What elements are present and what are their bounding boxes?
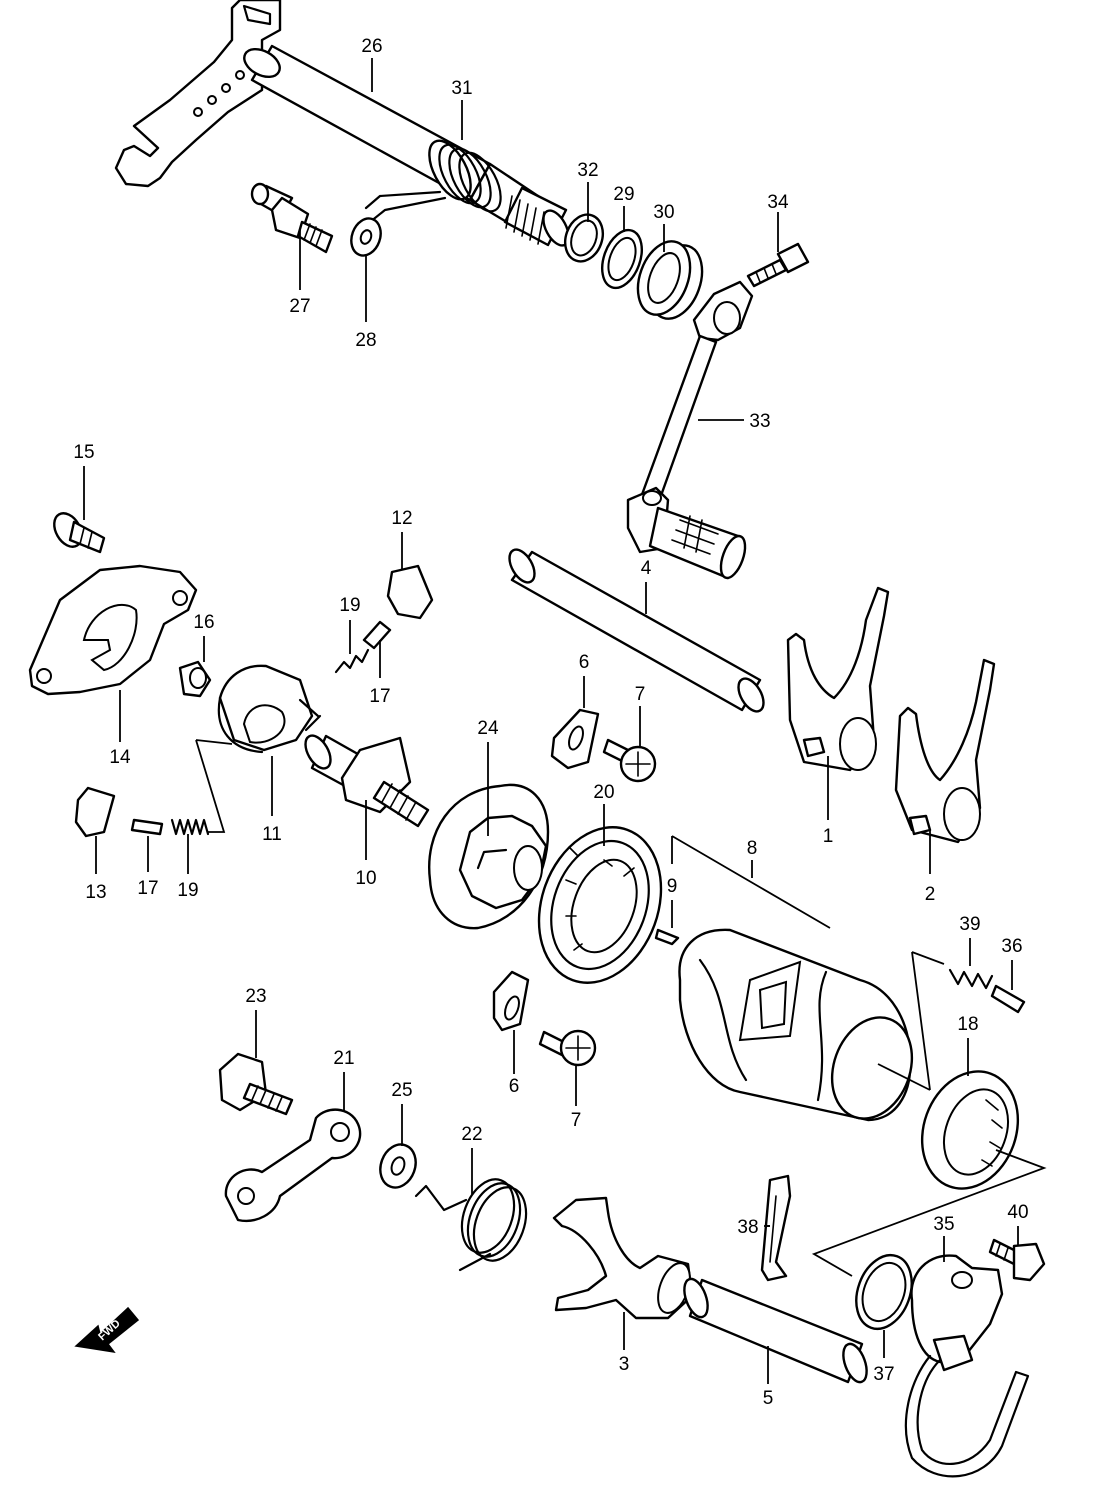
- callout-12: 12: [391, 508, 412, 529]
- shift-fork-part: [786, 586, 890, 772]
- oil-seal-part: [636, 240, 704, 320]
- dowel-pin-part: [654, 928, 680, 946]
- cam-guide-part: [217, 664, 322, 754]
- stopper-bolt-part: [250, 182, 334, 254]
- shift-cam-bolt-part: [304, 734, 430, 828]
- circlip-part: [563, 213, 605, 263]
- fork-shaft-part: [683, 1277, 868, 1384]
- callout-17-bottom: 17: [137, 878, 158, 899]
- callout-26: 26: [361, 36, 382, 57]
- gear-position-switch-part: [904, 1254, 1030, 1478]
- screw-part: [538, 1029, 597, 1067]
- callout-36: 36: [1001, 936, 1022, 957]
- gearshift-arm-part: [224, 1108, 362, 1223]
- forward-arrow-icon: FWD: [74, 1306, 140, 1354]
- callout-25: 25: [391, 1080, 412, 1101]
- callout-31: 31: [451, 78, 472, 99]
- callout-6-top: 6: [579, 652, 590, 673]
- callout-37: 37: [873, 1364, 894, 1385]
- spring-part: [170, 818, 210, 836]
- pin-part: [362, 620, 392, 650]
- screw-part: [602, 738, 657, 783]
- callout-14: 14: [109, 747, 131, 768]
- callout-20: 20: [593, 782, 614, 803]
- callout-24: 24: [477, 718, 499, 739]
- callout-labels: 26 31 32 29 30 34 27 28 33 15 14 16 12 1…: [73, 36, 1028, 1409]
- washer-part: [601, 228, 643, 290]
- callout-7-top: 7: [635, 684, 646, 705]
- needle-bearing-part: [920, 1070, 1020, 1190]
- shift-cam-part: [428, 783, 550, 930]
- callout-38: 38: [737, 1217, 758, 1238]
- screw-part: [53, 512, 106, 554]
- callout-22: 22: [461, 1124, 482, 1145]
- pin-part: [130, 818, 164, 836]
- callout-33: 33: [749, 411, 770, 432]
- callout-29: 29: [613, 184, 634, 205]
- gearshift-shaft-part: [114, 0, 570, 247]
- callout-35: 35: [933, 1214, 954, 1235]
- gearshift-lever-part: [626, 280, 754, 580]
- callout-34: 34: [767, 192, 789, 213]
- washer-part: [350, 217, 382, 257]
- callout-21: 21: [333, 1048, 354, 1069]
- callout-1: 1: [823, 826, 834, 847]
- callout-18: 18: [957, 1014, 978, 1035]
- callout-11: 11: [262, 824, 282, 845]
- callout-3: 3: [619, 1354, 630, 1375]
- callout-32: 32: [577, 160, 598, 181]
- callout-4: 4: [641, 558, 652, 579]
- pin-part: [990, 984, 1026, 1014]
- callout-13: 13: [85, 882, 106, 903]
- callout-7-bottom: 7: [571, 1110, 582, 1131]
- callout-6-bottom: 6: [509, 1076, 520, 1097]
- callout-5: 5: [763, 1388, 774, 1409]
- stopper-part: [492, 970, 530, 1032]
- callout-15: 15: [73, 442, 94, 463]
- stopper-part: [550, 708, 600, 770]
- callout-19-top: 19: [339, 595, 360, 616]
- bushing-part: [178, 660, 212, 698]
- assembly-guide-line: [911, 951, 945, 1091]
- callout-40: 40: [1007, 1202, 1028, 1223]
- shift-fork-part: [894, 658, 996, 844]
- pawl-cover-part: [386, 564, 434, 620]
- callout-39: 39: [959, 914, 980, 935]
- fork-shaft-part: [508, 548, 765, 713]
- return-spring-part: [364, 139, 502, 224]
- washer-part: [379, 1143, 417, 1189]
- callout-17-top: 17: [369, 686, 390, 707]
- spring-part: [948, 968, 994, 990]
- callout-10: 10: [355, 868, 376, 889]
- bearing-part: [537, 826, 663, 984]
- torsion-spring-part: [414, 1178, 528, 1272]
- callout-2: 2: [925, 884, 936, 905]
- o-ring-part: [855, 1254, 913, 1330]
- assembly-guide-line: [811, 1149, 1047, 1277]
- gearshift-cam-part: [678, 928, 931, 1122]
- callout-8: 8: [747, 838, 758, 859]
- stopper-plate-part: [28, 564, 198, 696]
- bolt-part: [746, 242, 810, 288]
- callout-leaders: [83, 58, 1019, 1384]
- pawl-part: [74, 786, 116, 838]
- callout-30: 30: [653, 202, 674, 223]
- oil-guide-part: [760, 1174, 792, 1282]
- bolt-part: [988, 1238, 1046, 1282]
- bolt-part: [218, 1052, 294, 1116]
- callout-16: 16: [193, 612, 214, 633]
- assembly-guide-line: [195, 739, 233, 833]
- shift-fork-part: [552, 1196, 694, 1320]
- callout-27: 27: [289, 296, 310, 317]
- callout-9: 9: [667, 876, 678, 897]
- callout-19-bottom: 19: [177, 880, 198, 901]
- spring-part: [334, 648, 370, 674]
- callout-23: 23: [245, 986, 266, 1007]
- callout-28: 28: [355, 330, 376, 351]
